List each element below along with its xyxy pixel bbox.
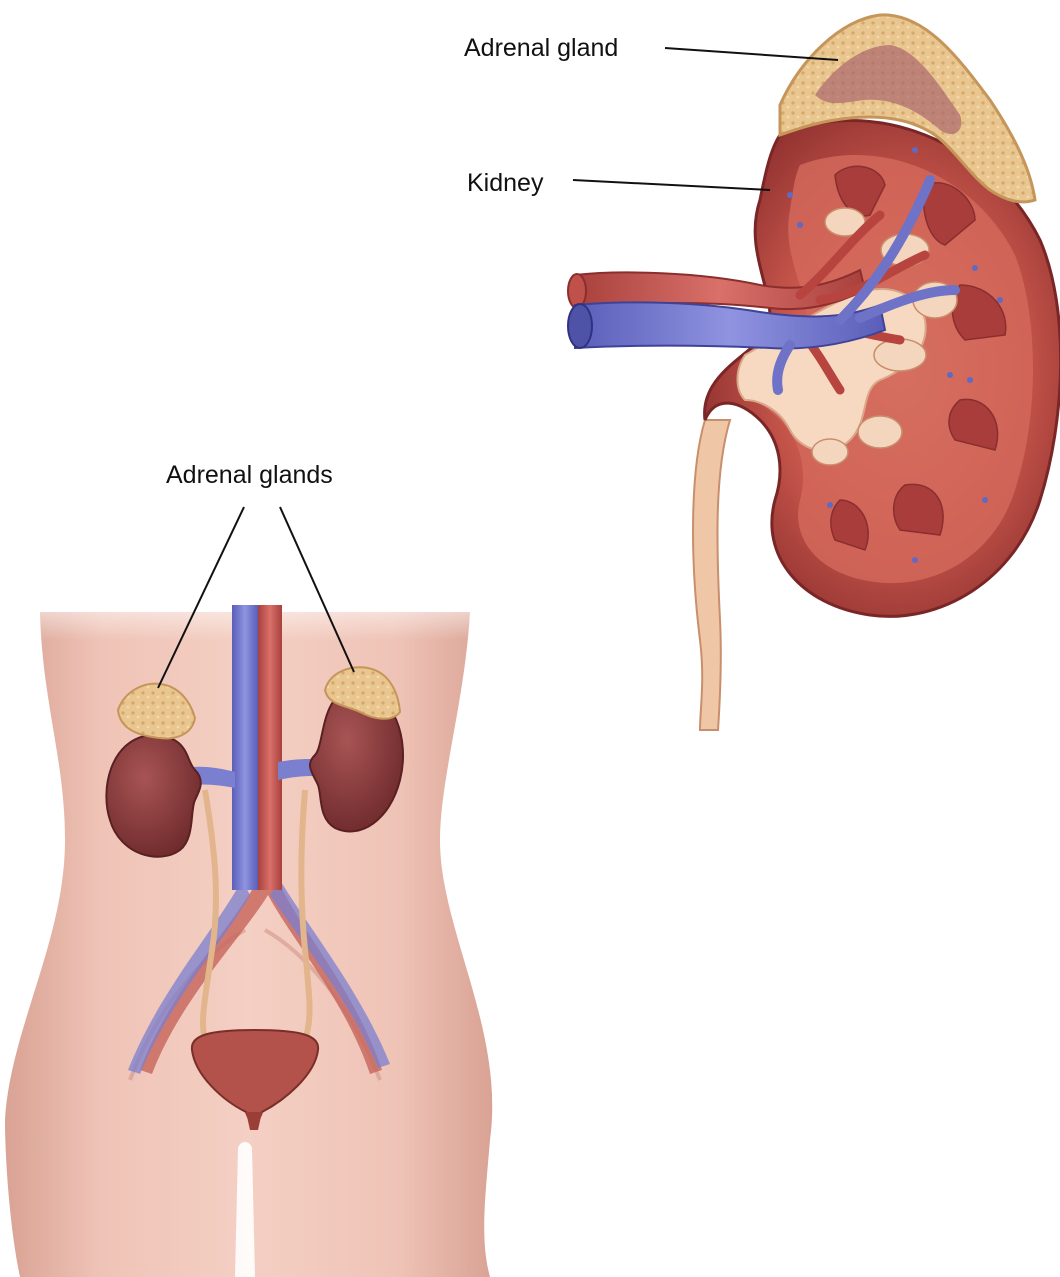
label-kidney: Kidney (467, 169, 544, 197)
vena-cava (232, 605, 258, 890)
renal-artery-opening (568, 274, 586, 308)
kidney-cross-section (568, 15, 1060, 730)
aorta (258, 605, 282, 890)
leader-kidney (573, 180, 770, 190)
label-adrenal-gland: Adrenal gland (464, 34, 618, 62)
kidney-left (106, 735, 200, 857)
renal-vein-opening (568, 304, 592, 348)
ureter (693, 420, 730, 730)
torso-crotch (235, 1142, 255, 1277)
torso-urinary-system (5, 580, 492, 1277)
label-adrenal-glands: Adrenal glands (166, 461, 333, 489)
